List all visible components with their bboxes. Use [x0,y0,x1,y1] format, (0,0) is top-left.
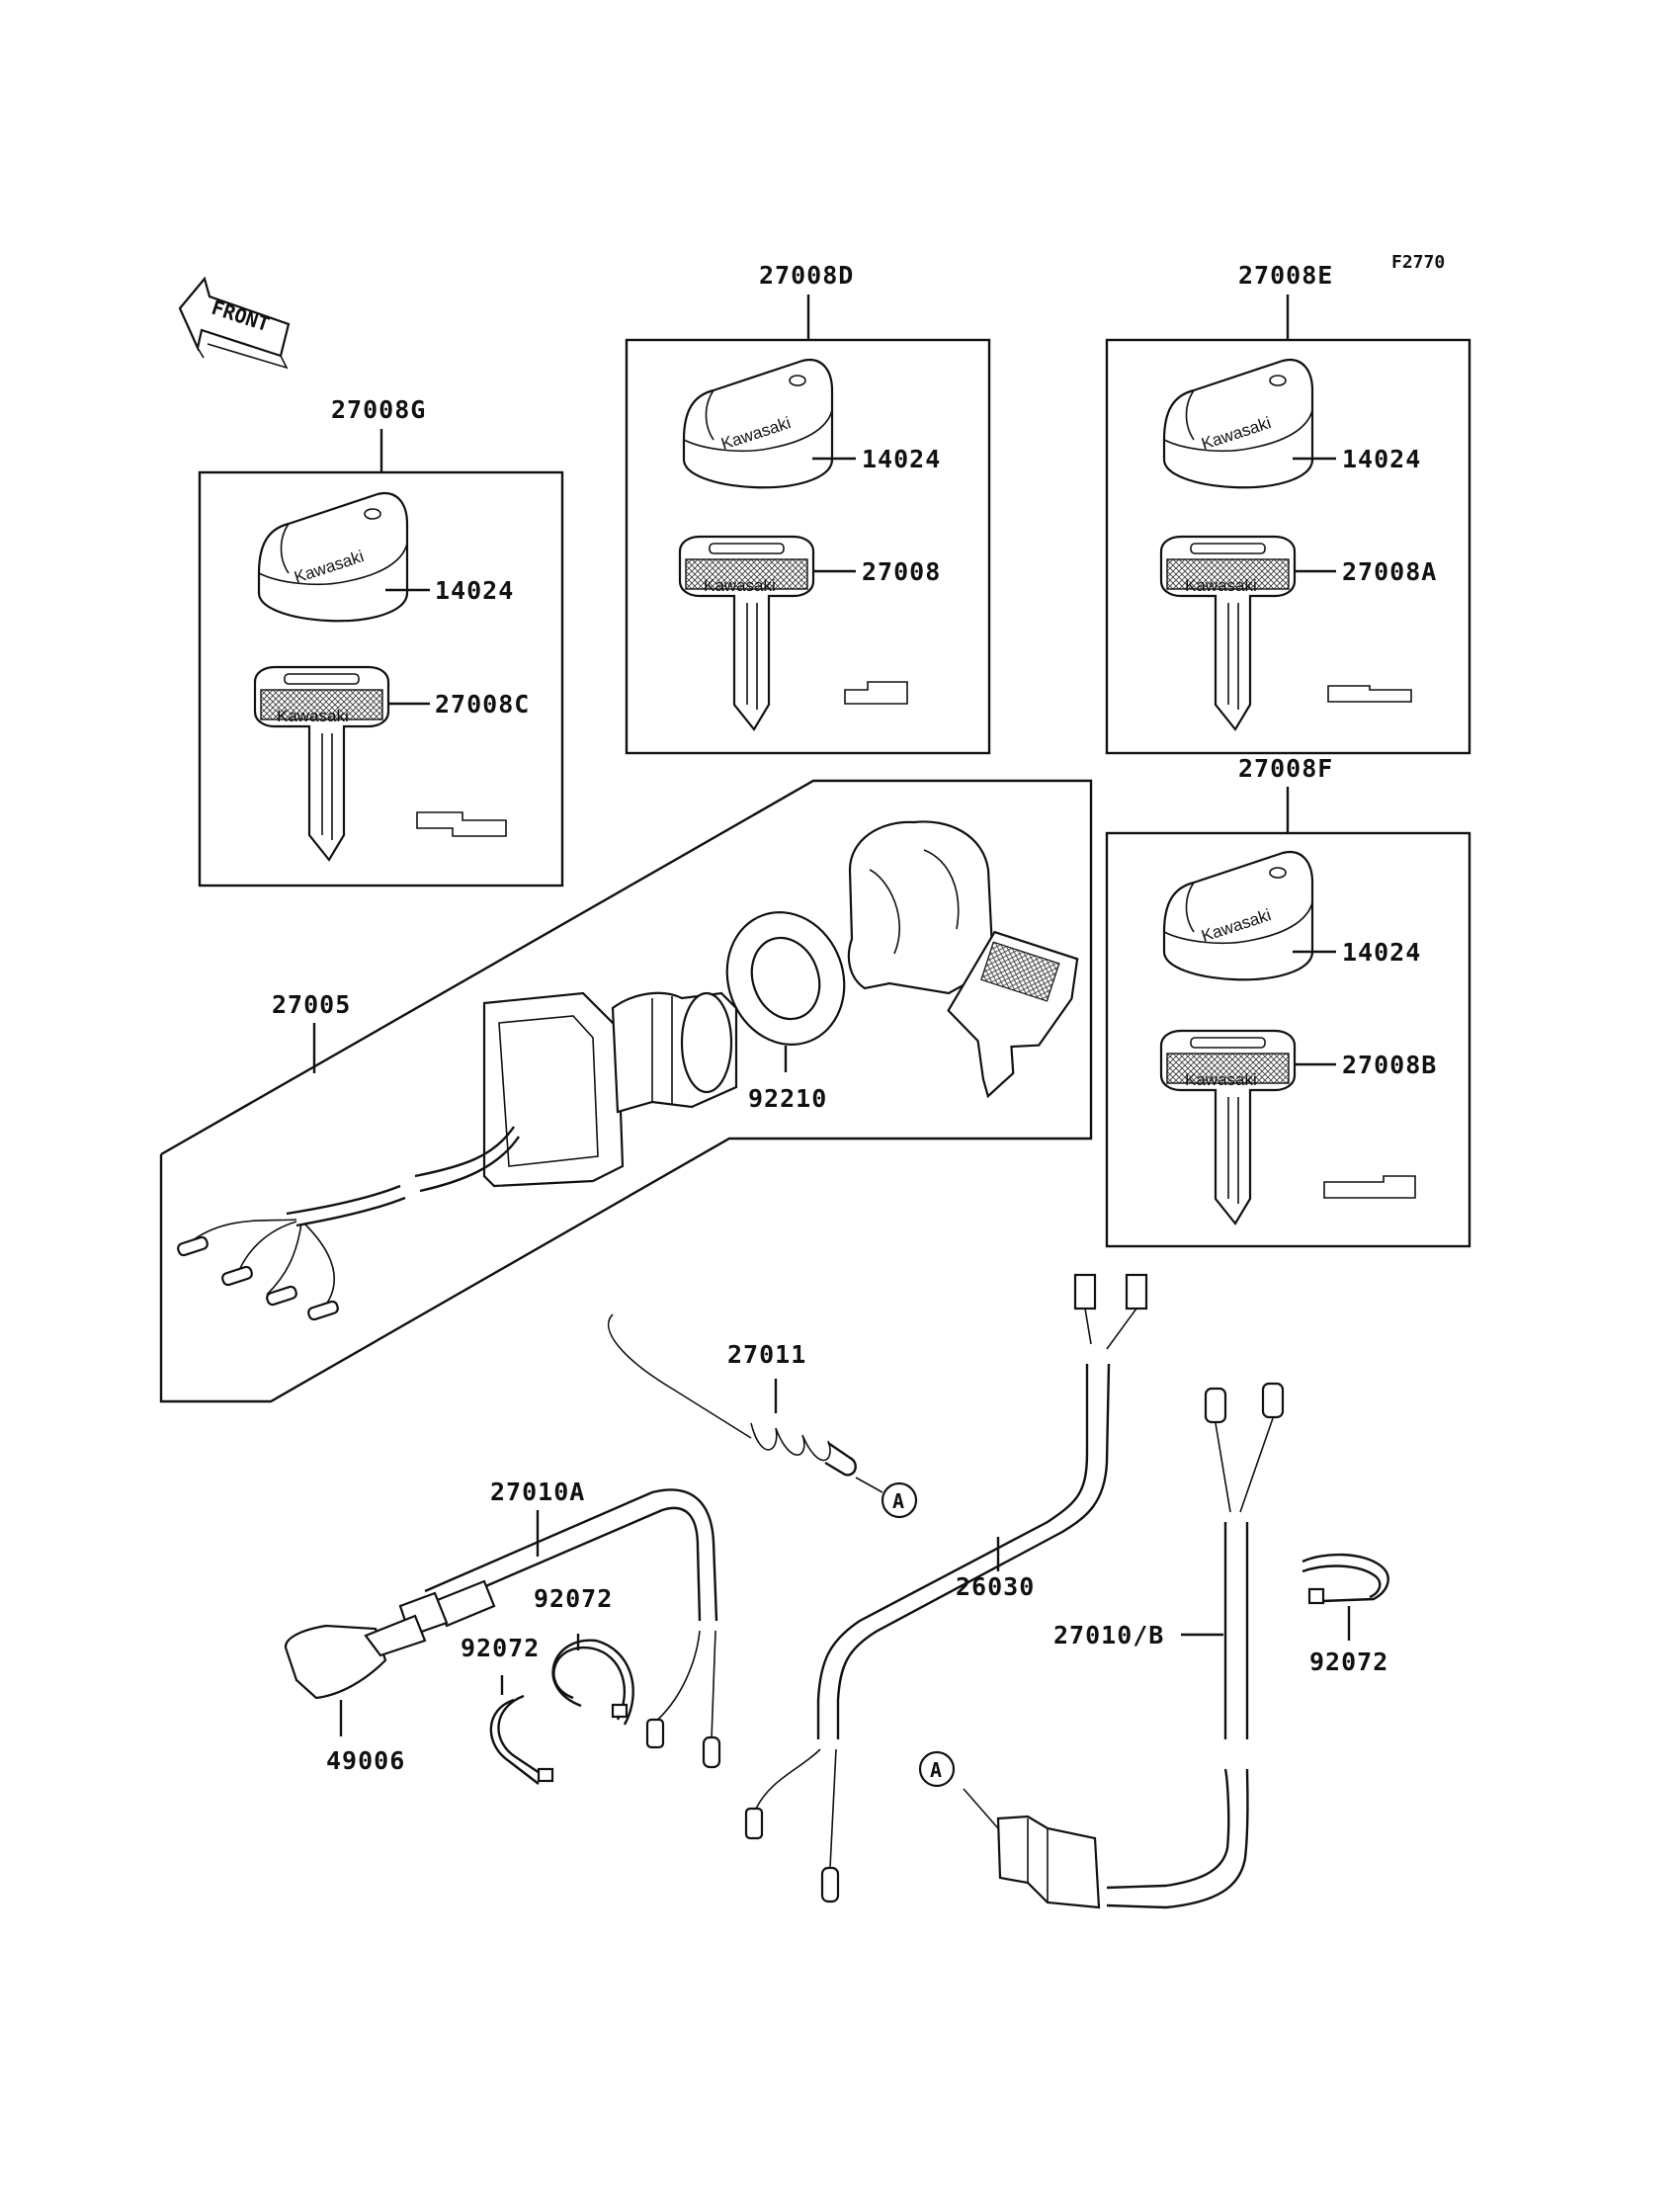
spring-part: 27011 A [607,1313,918,1519]
key-set-e: 27008E Kawasaki 14024 Kawasaki 27008A [1105,261,1471,755]
key-brand: Kawasaki [277,707,349,725]
set-number: 27008G [331,395,426,424]
spring-number: 27011 [727,1340,806,1369]
knob-number: 14024 [1342,445,1421,473]
figure-code: F2770 [1391,252,1445,273]
knob-number: 14024 [1342,938,1421,967]
key-number: 27008C [435,690,530,718]
harness-group: 26030 [744,1273,1148,1903]
key-set-d: 27008D Kawasaki 14024 Kawasaki 27008 [625,261,991,755]
switch-b-number: 27010/B [1053,1621,1164,1649]
switch-a-group: 27010A 49006 92072 92072 [284,1478,721,1785]
key-number: 27008 [862,557,941,586]
key-number: 27008B [1342,1051,1437,1079]
set-number: 27008F [1238,754,1333,783]
set-number: 27008E [1238,261,1333,290]
key-brand: Kawasaki [1185,1070,1257,1089]
switch-a-number: 27010A [490,1478,585,1506]
clamp-number-1: 92072 [534,1584,613,1613]
clamp-number-2: 92072 [461,1634,540,1662]
reference-marker-a-lower [918,1750,956,1788]
switch-b-group: A 27010/B [918,1382,1285,1909]
front-arrow-icon: FRONT [178,276,291,370]
key-brand: Kawasaki [1185,576,1257,595]
reference-marker-a [881,1481,918,1519]
clamp-right-group: 92072 [1302,1553,1389,1676]
set-number: 27008D [759,261,854,290]
reference-marker-a-label: A [892,1489,904,1513]
key-set-g: 27008G 14024 Kawasaki Kawasaki 27008C [198,395,564,887]
key-brand: Kawasaki [704,576,776,595]
clamp-number-3: 92072 [1309,1648,1388,1676]
key-set-f: 27008F Kawasaki 14024 Kawasaki 27008B [1105,754,1471,1248]
ignition-switch-number: 27005 [272,990,351,1019]
reference-marker-a-lower-label: A [930,1758,942,1782]
knob-number: 14024 [435,576,514,605]
nut-number: 92210 [748,1084,827,1113]
ignition-switch-group: 27005 92210 [159,779,1093,1403]
harness-number: 26030 [956,1572,1035,1601]
bracket-number: 49006 [326,1746,405,1775]
knob-number: 14024 [862,445,941,473]
key-number: 27008A [1342,557,1437,586]
